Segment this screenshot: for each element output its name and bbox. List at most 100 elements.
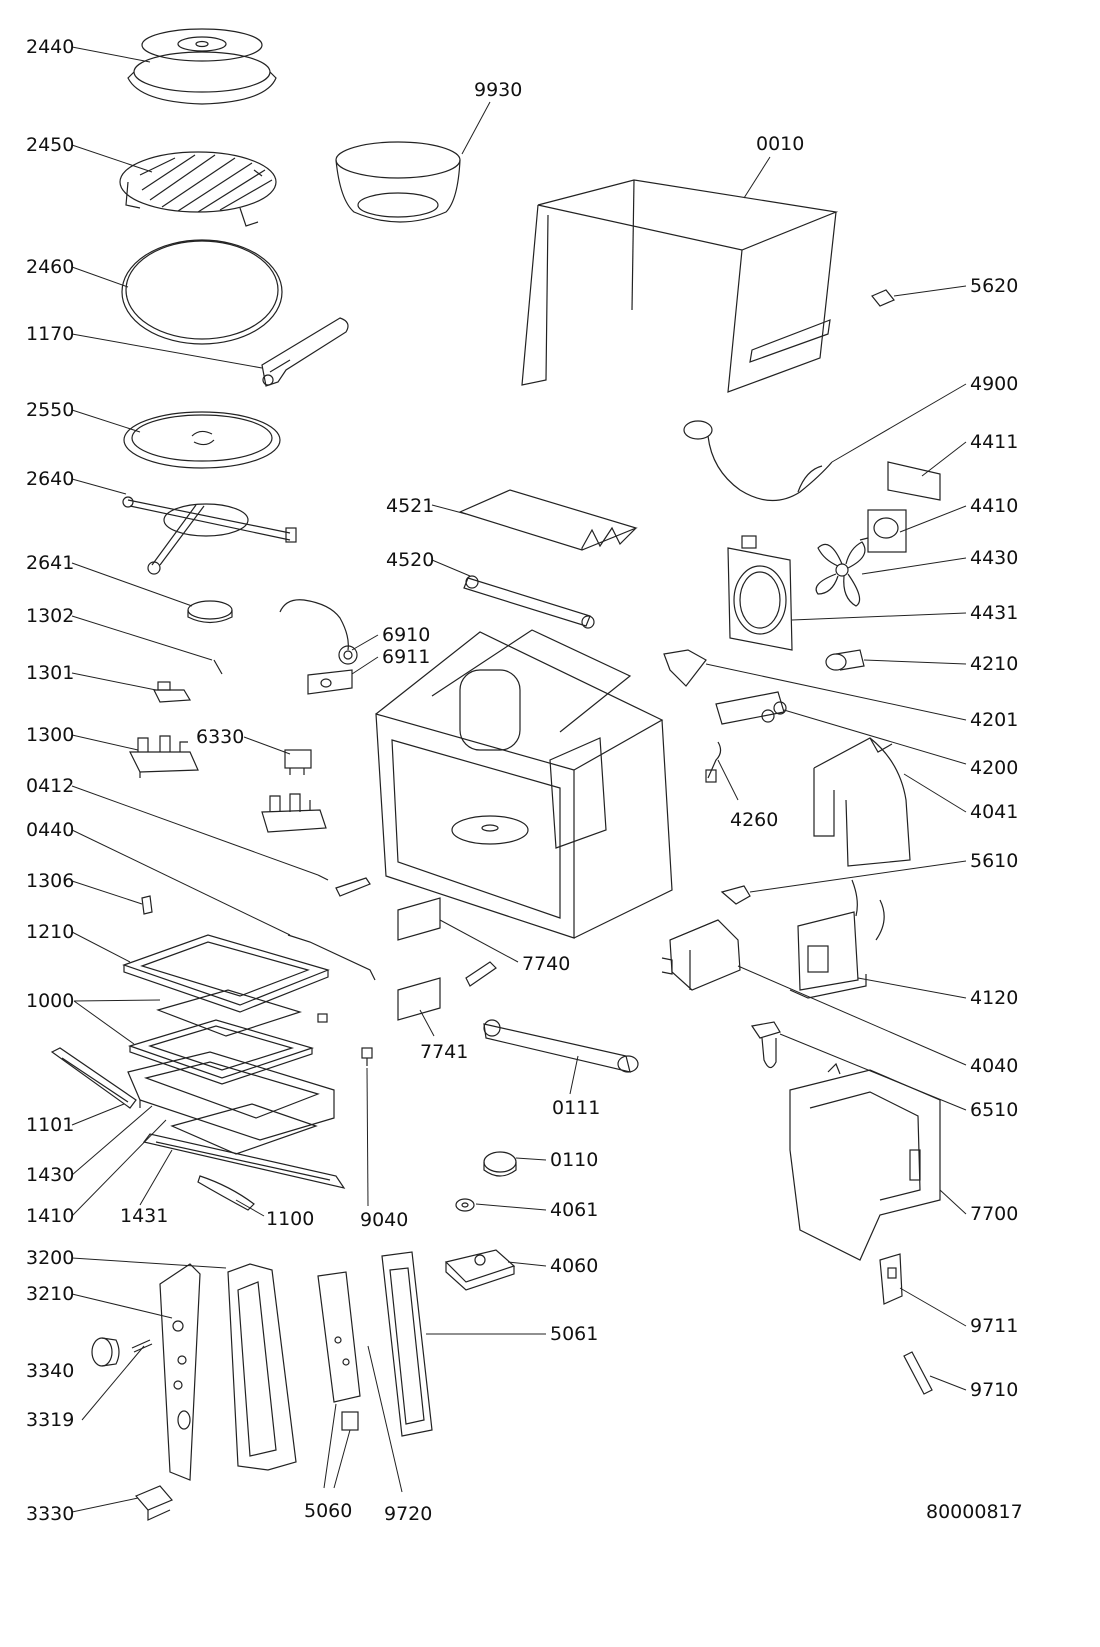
part-label: 4060: [550, 1255, 598, 1277]
part-label: 1430: [26, 1164, 74, 1186]
part-label: 1300: [26, 724, 74, 746]
part-4040-transformer: [661, 919, 741, 991]
part-4520-heater: [463, 575, 595, 629]
part-3210-panel-cover: [159, 1263, 201, 1481]
part-label: 2440: [26, 36, 74, 58]
part-2450-rack: [119, 151, 277, 227]
part-9930-dish: [335, 141, 461, 223]
part-4430-fan-blade: [815, 541, 866, 607]
part-label: 4200: [970, 757, 1018, 779]
part-label: 2460: [26, 256, 74, 278]
part-label: 9710: [970, 1379, 1018, 1401]
part-4411-plate: [887, 461, 941, 501]
part-4201-bracket: [663, 649, 707, 687]
part-6910-thermostat: [279, 599, 358, 665]
part-5610-holder: [720, 885, 751, 905]
part-label: 7741: [420, 1041, 468, 1063]
part-label: 1302: [26, 605, 74, 627]
part-3340-knob: [91, 1337, 120, 1367]
part-label: 0010: [756, 133, 804, 155]
part-label: 9720: [384, 1503, 432, 1525]
part-label: 4521: [386, 495, 434, 517]
part-label: 4061: [550, 1199, 598, 1221]
part-4900-harness: [683, 420, 833, 502]
part-3319-spring: [131, 1339, 153, 1353]
part-4210-capacitor: [825, 649, 865, 671]
part-glass-panel-lower: [170, 1103, 318, 1155]
part-5060-pcb: [317, 1271, 361, 1431]
part-4060-motor: [444, 1249, 516, 1291]
part-1100-trim: [197, 1175, 255, 1211]
part-6510-lamp: [750, 1021, 781, 1069]
part-label: 1100: [266, 1208, 314, 1230]
part-label: 5620: [970, 275, 1018, 297]
part-label: 3330: [26, 1503, 74, 1525]
part-label: 1301: [26, 662, 74, 684]
part-label: 9040: [360, 1209, 408, 1231]
part-label: 6510: [970, 1099, 1018, 1121]
part-label: 7740: [522, 953, 570, 975]
part-4120-transformer: [789, 879, 885, 999]
part-1300-latch-holder: [129, 735, 199, 778]
part-1210-door-frame: [122, 934, 330, 1013]
part-7741-mica: [397, 977, 441, 1021]
part-3200-panel-frame: [227, 1263, 297, 1471]
part-label: 5061: [550, 1323, 598, 1345]
part-label: 2550: [26, 399, 74, 421]
part-label: 9711: [970, 1315, 1018, 1337]
part-2641-coupler: [187, 600, 233, 624]
part-1430-door: [127, 1051, 335, 1141]
part-1101-strip: [50, 1047, 137, 1109]
part-4041-duct: [813, 737, 911, 867]
part-4410-fan-motor: [859, 509, 907, 553]
part-4521-reflector: [458, 489, 638, 551]
part-label: 3319: [26, 1409, 74, 1431]
part-0010-cabinet: [521, 179, 839, 393]
part-4200-hv-capacitor: [715, 691, 787, 725]
part-9710-fuse: [903, 1351, 933, 1395]
part-label: 1410: [26, 1205, 74, 1227]
part-label: 3210: [26, 1283, 74, 1305]
part-4431-fan-shroud: [727, 535, 793, 651]
part-label: 2640: [26, 468, 74, 490]
part-0412-spring: [317, 874, 329, 881]
part-wedge: [465, 961, 497, 987]
part-label: 4041: [970, 801, 1018, 823]
part-label: 1000: [26, 990, 74, 1012]
part-latch-holder-right: [261, 793, 327, 833]
part-label: 4411: [970, 431, 1018, 453]
part-glass-panel-upper: [156, 989, 302, 1037]
part-label: 4520: [386, 549, 434, 571]
part-label: 2641: [26, 552, 74, 574]
part-label: 4430: [970, 547, 1018, 569]
part-6330-switch: [284, 749, 312, 775]
part-label: 9930: [474, 79, 522, 101]
part-4260-diode: [705, 741, 722, 783]
leader-lines: [71, 46, 967, 1513]
part-1170-handle: [261, 317, 349, 387]
part-label: 6330: [196, 726, 244, 748]
part-label: 4410: [970, 495, 1018, 517]
part-door-inner-frame: [128, 1019, 315, 1085]
part-3330-switch: [135, 1485, 173, 1521]
part-label: 5060: [304, 1500, 352, 1522]
part-label: 1431: [120, 1205, 168, 1227]
part-label: 5610: [970, 850, 1018, 872]
part-labels: 2440 2450 2460 1170 2550 2640 2641 1302 …: [26, 36, 1023, 1525]
part-label: 4210: [970, 653, 1018, 675]
part-label: 0111: [552, 1097, 600, 1119]
part-1431-strip: [142, 1133, 346, 1189]
part-label: 1170: [26, 323, 74, 345]
part-1302-pin: [213, 659, 223, 675]
part-5061-main-pcb: [381, 1251, 433, 1437]
part-label: 0440: [26, 819, 74, 841]
part-9040-screw: [361, 1047, 373, 1066]
part-0110-roller: [483, 1151, 517, 1177]
part-label: 4900: [970, 373, 1018, 395]
part-2640-roller-ring: [122, 496, 297, 575]
part-label: 2450: [26, 134, 74, 156]
part-2550-turntable-plate: [123, 411, 281, 469]
part-label: 4120: [970, 987, 1018, 1009]
drawing-number: 80000817: [926, 1501, 1023, 1523]
